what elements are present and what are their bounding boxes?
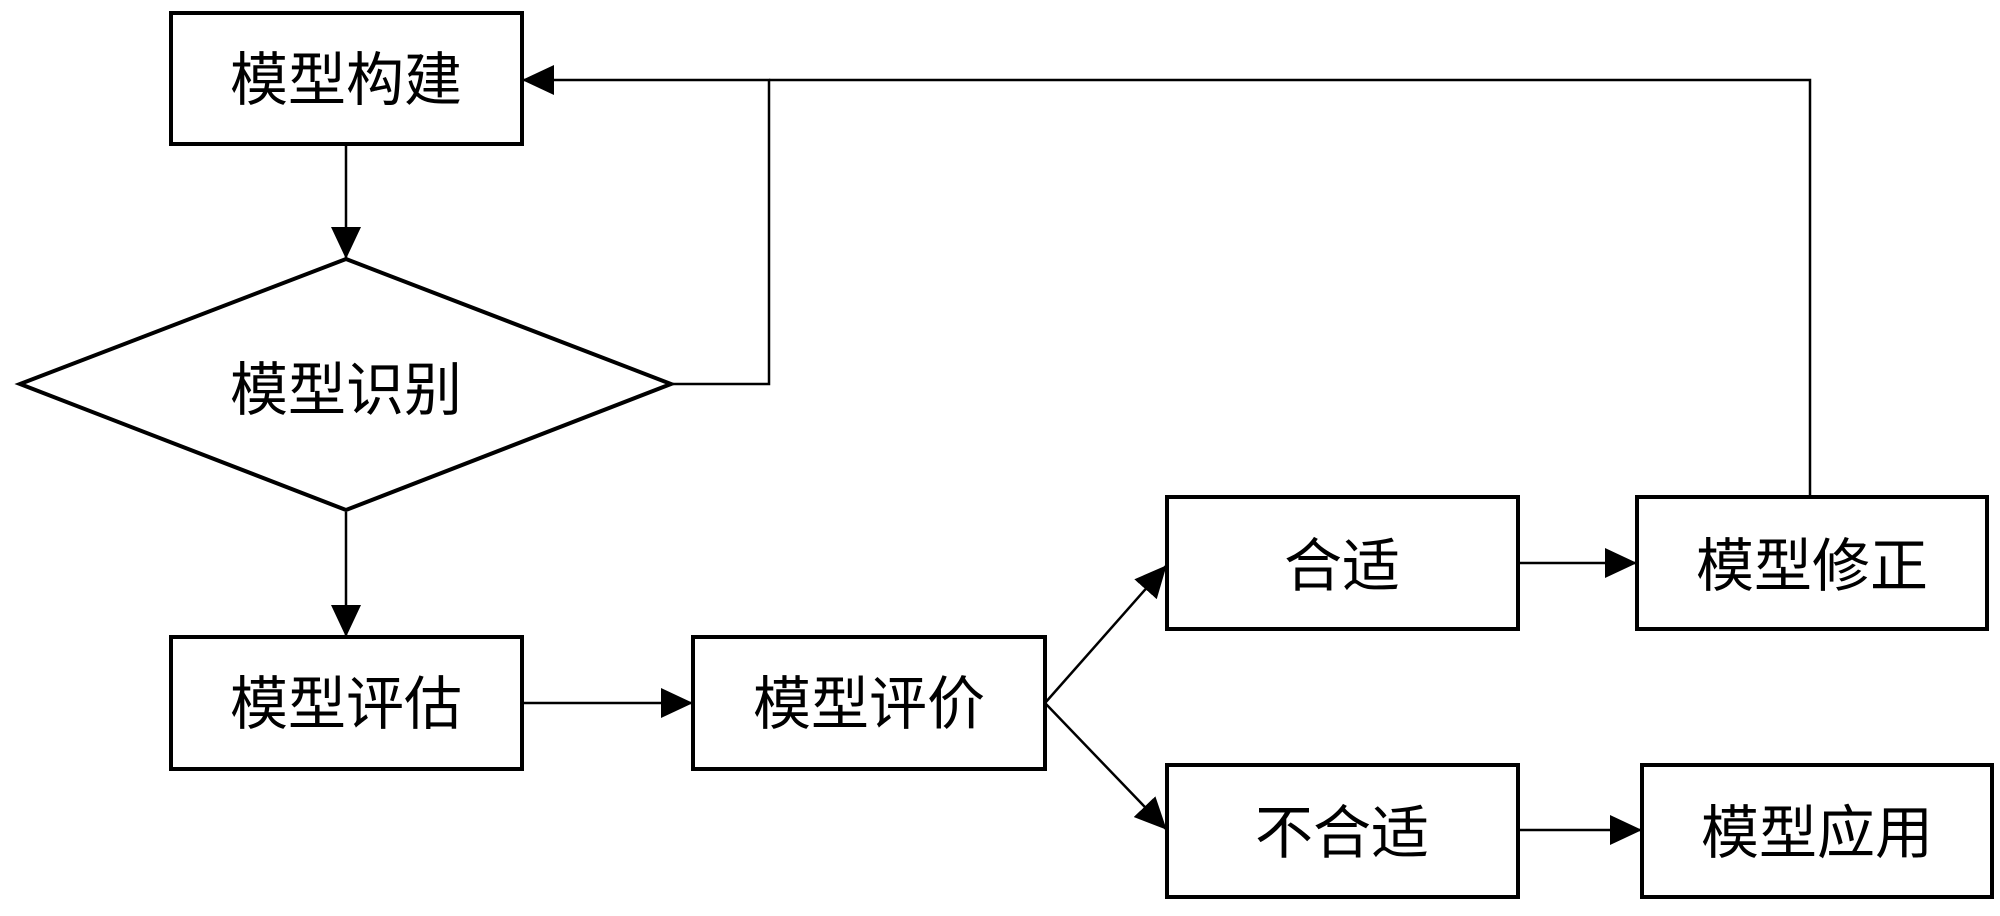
- edge-revise-to-build-feedback: [769, 78, 1812, 497]
- node-model-estimate-label: 模型评估: [230, 670, 462, 738]
- node-model-apply-box: [1640, 763, 1994, 899]
- node-model-evaluate-label: 模型评价: [753, 670, 985, 738]
- node-suitable-label: 合适: [1284, 532, 1400, 600]
- edge-evaluate-to-suitable: [1044, 565, 1167, 704]
- node-model-identify: 模型识别: [14, 256, 677, 513]
- node-model-identify-label: 模型识别: [230, 356, 462, 424]
- node-unsuitable-label: 不合适: [1255, 799, 1429, 867]
- node-model-apply: 模型应用: [1640, 763, 1994, 899]
- node-model-revise: 模型修正: [1635, 495, 1989, 631]
- node-model-evaluate-box: [691, 635, 1047, 771]
- node-suitable: 合适: [1165, 495, 1520, 631]
- node-model-revise-box: [1635, 495, 1989, 631]
- node-model-evaluate: 模型评价: [691, 635, 1047, 771]
- node-model-apply-label: 模型应用: [1701, 799, 1933, 867]
- node-model-estimate-box: [169, 635, 524, 771]
- edge-identify-to-build-feedback: [522, 65, 771, 386]
- node-model-build-box: [169, 11, 524, 146]
- edges: [331, 65, 1812, 845]
- node-model-build-label: 模型构建: [230, 46, 462, 114]
- node-unsuitable: 不合适: [1165, 763, 1520, 899]
- node-unsuitable-box: [1165, 763, 1520, 899]
- node-model-build: 模型构建: [169, 11, 524, 146]
- node-model-revise-label: 模型修正: [1696, 532, 1928, 600]
- edge-evaluate-to-unsuitable: [1044, 702, 1167, 830]
- node-model-identify-diamond: [14, 256, 677, 513]
- node-model-estimate: 模型评估: [169, 635, 524, 771]
- node-suitable-box: [1165, 495, 1520, 631]
